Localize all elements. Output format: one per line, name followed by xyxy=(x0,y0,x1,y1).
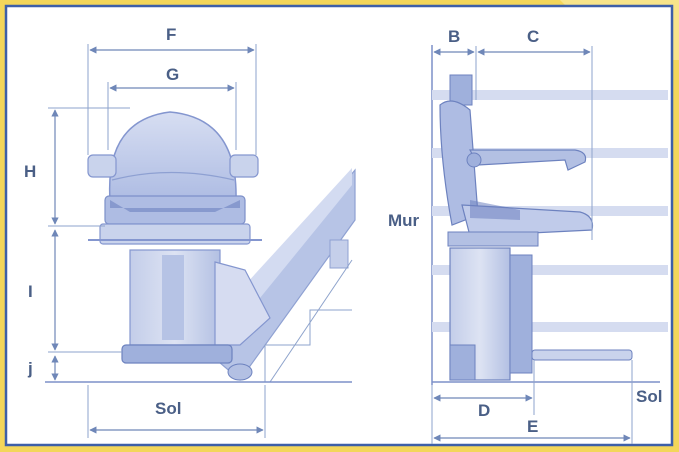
armrest-right xyxy=(229,154,259,178)
footrest-left xyxy=(121,344,233,364)
label-F: F xyxy=(166,25,176,44)
stairs-diag xyxy=(269,259,353,383)
label-G: G xyxy=(166,65,179,84)
armrest-pivot xyxy=(466,152,482,168)
rail-support xyxy=(329,239,349,269)
label-E: E xyxy=(527,417,538,436)
front-view: F G H I j Sol xyxy=(24,25,356,438)
label-B: B xyxy=(448,27,460,46)
mast xyxy=(449,74,473,106)
footrest-side xyxy=(531,349,633,361)
chair-back-side xyxy=(439,100,479,226)
armrest-side xyxy=(469,149,587,171)
rail-stripe-5 xyxy=(432,322,668,332)
rail-stripe-4 xyxy=(432,265,668,275)
label-j: j xyxy=(27,359,33,378)
wheel xyxy=(227,363,253,381)
label-H: H xyxy=(24,162,36,181)
seat-side-base xyxy=(447,231,539,247)
seat-dark-band xyxy=(110,200,240,212)
label-I: I xyxy=(28,282,33,301)
column-inner xyxy=(162,255,184,340)
seat-side-dark xyxy=(470,200,520,220)
label-sol-right: Sol xyxy=(636,387,662,406)
rail-left-top xyxy=(245,168,352,298)
motor-bottom xyxy=(449,344,476,381)
side-view: Mur Sol B C D xyxy=(388,27,668,444)
label-sol-left: Sol xyxy=(155,399,181,418)
armrest-left xyxy=(87,154,117,178)
column-housing xyxy=(214,261,271,346)
chair-back-seam xyxy=(111,171,235,181)
label-D: D xyxy=(478,401,490,420)
rail-stripe-1 xyxy=(432,90,668,100)
label-mur: Mur xyxy=(388,211,420,230)
column-side-back xyxy=(509,254,533,374)
label-C: C xyxy=(527,27,539,46)
